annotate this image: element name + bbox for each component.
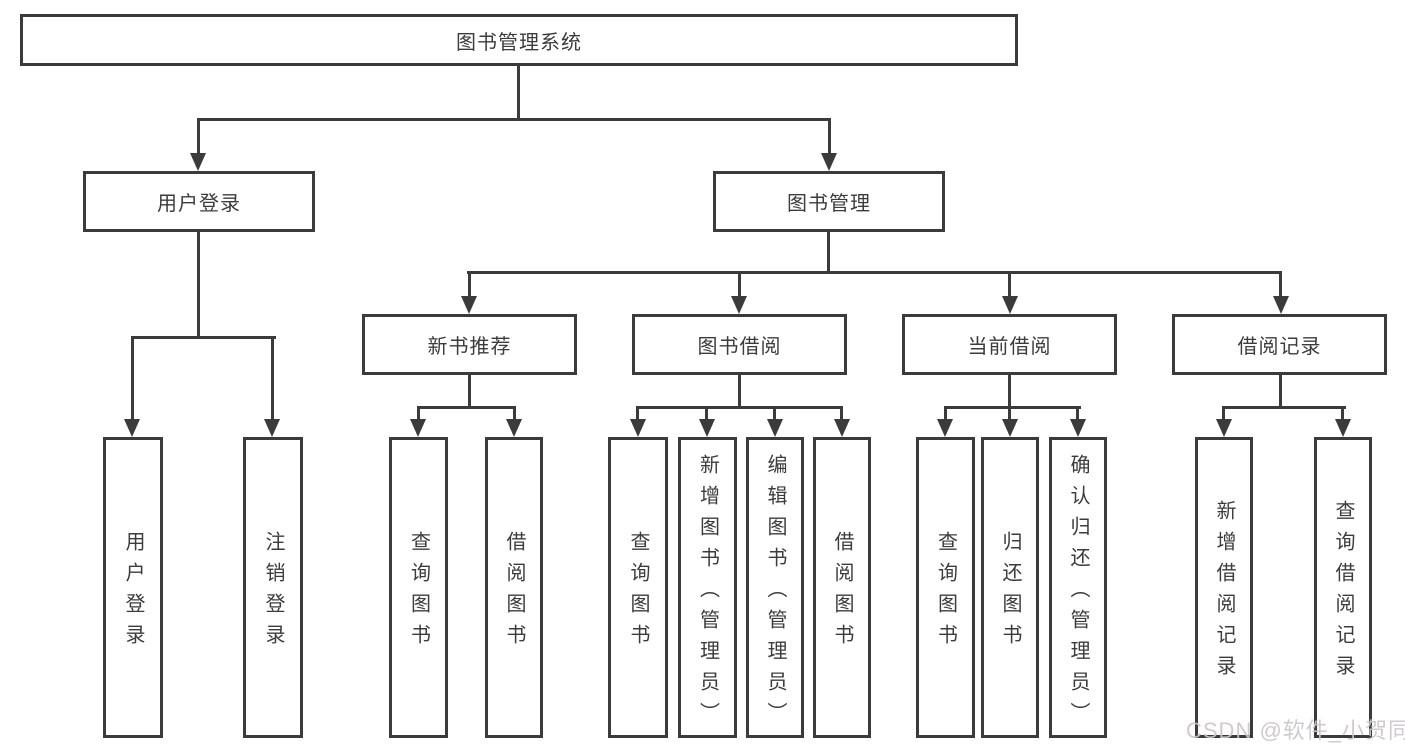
node-label: 确认归还（管理员）	[1067, 453, 1089, 733]
node-book-borrowing: 图书借阅	[632, 314, 847, 375]
connector-line	[271, 336, 274, 423]
connector-line	[944, 406, 947, 422]
arrow-down-icon	[461, 296, 477, 314]
connector-line	[1008, 406, 1011, 422]
arrow-down-icon	[834, 419, 850, 437]
leaf-cb-return-books: 归还图书	[981, 437, 1039, 738]
connector-line	[197, 118, 200, 155]
node-label: 查询图书	[934, 531, 957, 655]
connector-line	[1008, 375, 1011, 409]
node-label: 图书管理	[787, 193, 871, 215]
connector-line	[513, 406, 516, 422]
arrow-down-icon	[1002, 296, 1018, 314]
arrow-down-icon	[1335, 419, 1351, 437]
node-book-management: 图书管理	[713, 171, 945, 232]
connector-line	[197, 118, 831, 121]
node-label: 归还图书	[999, 531, 1021, 655]
connector-line	[944, 406, 1081, 409]
node-label: 编辑图书（管理员）	[764, 453, 786, 733]
connector-line	[1222, 406, 1225, 422]
connector-line	[827, 232, 830, 274]
connector-line	[840, 406, 843, 422]
node-label: 借阅记录	[1237, 336, 1322, 358]
arrow-down-icon	[937, 419, 953, 437]
node-label: 查询图书	[407, 531, 430, 655]
connector-line	[417, 406, 420, 422]
arrow-down-icon	[821, 153, 837, 171]
leaf-nbr-query-books: 查询图书	[389, 437, 448, 738]
node-label: 注销登录	[262, 531, 284, 655]
node-label: 图书借阅	[697, 336, 782, 358]
node-label: 借阅图书	[831, 531, 853, 655]
connector-line	[131, 336, 276, 339]
connector-line	[1341, 406, 1344, 422]
connector-line	[1008, 271, 1011, 299]
node-label: 图书管理系统	[456, 31, 582, 54]
arrow-down-icon	[1002, 419, 1018, 437]
leaf-bb-borrow-books: 借阅图书	[813, 437, 871, 738]
arrow-down-icon	[767, 419, 783, 437]
arrow-down-icon	[124, 419, 140, 437]
arrow-down-icon	[1273, 296, 1289, 314]
connector-line	[1076, 406, 1079, 422]
node-label: 借阅图书	[503, 531, 525, 655]
connector-line	[417, 406, 516, 409]
node-user-login: 用户登录	[83, 171, 315, 232]
node-new-book-recommendation: 新书推荐	[362, 314, 577, 375]
leaf-user-login: 用户登录	[103, 437, 163, 738]
node-label: 用户登录	[157, 193, 241, 215]
connector-line	[738, 271, 741, 299]
leaf-bb-add-books-admin: 新增图书（管理员）	[678, 437, 737, 738]
leaf-br-add-record: 新增借阅记录	[1195, 437, 1253, 738]
connector-line	[738, 375, 741, 409]
connector-line	[636, 406, 639, 422]
connector-line	[1279, 375, 1282, 409]
arrow-down-icon	[731, 296, 747, 314]
connector-line	[197, 232, 200, 339]
leaf-nbr-borrow-books: 借阅图书	[485, 437, 543, 738]
node-current-borrowing: 当前借阅	[902, 314, 1117, 375]
connector-line	[467, 271, 1282, 274]
leaf-bb-edit-books-admin: 编辑图书（管理员）	[746, 437, 804, 738]
leaf-cb-confirm-return-admin: 确认归还（管理员）	[1049, 437, 1107, 738]
arrow-down-icon	[1070, 419, 1086, 437]
connector-line	[468, 271, 471, 299]
arrow-down-icon	[506, 419, 522, 437]
node-label: 新书推荐	[427, 336, 512, 358]
leaf-logout-login: 注销登录	[243, 437, 303, 738]
node-borrowing-records: 借阅记录	[1172, 314, 1387, 375]
arrow-down-icon	[410, 419, 426, 437]
connector-line	[705, 406, 708, 422]
node-label: 查询借阅记录	[1332, 500, 1354, 686]
connector-line	[468, 375, 471, 409]
connector-line	[1222, 406, 1346, 409]
arrow-down-icon	[190, 153, 206, 171]
node-book-management-system: 图书管理系统	[20, 14, 1018, 66]
watermark: CSDN @软件_小贺同学	[1186, 718, 1405, 743]
connector-line	[828, 118, 831, 155]
arrow-down-icon	[264, 419, 280, 437]
arrow-down-icon	[1216, 419, 1232, 437]
connector-line	[131, 336, 134, 423]
node-label: 查询图书	[627, 531, 649, 655]
node-label: 当前借阅	[967, 336, 1052, 358]
leaf-bb-query-books: 查询图书	[608, 437, 668, 738]
arrow-down-icon	[630, 419, 646, 437]
node-label: 新增图书（管理员）	[696, 453, 719, 733]
leaf-br-query-record: 查询借阅记录	[1314, 437, 1372, 738]
connector-line	[517, 64, 520, 118]
connector-line	[1279, 271, 1282, 299]
leaf-cb-query-books: 查询图书	[916, 437, 975, 738]
node-label: 用户登录	[122, 531, 144, 655]
connector-line	[636, 406, 843, 409]
node-label: 新增借阅记录	[1213, 500, 1235, 686]
connector-line	[773, 406, 776, 422]
arrow-down-icon	[699, 419, 715, 437]
